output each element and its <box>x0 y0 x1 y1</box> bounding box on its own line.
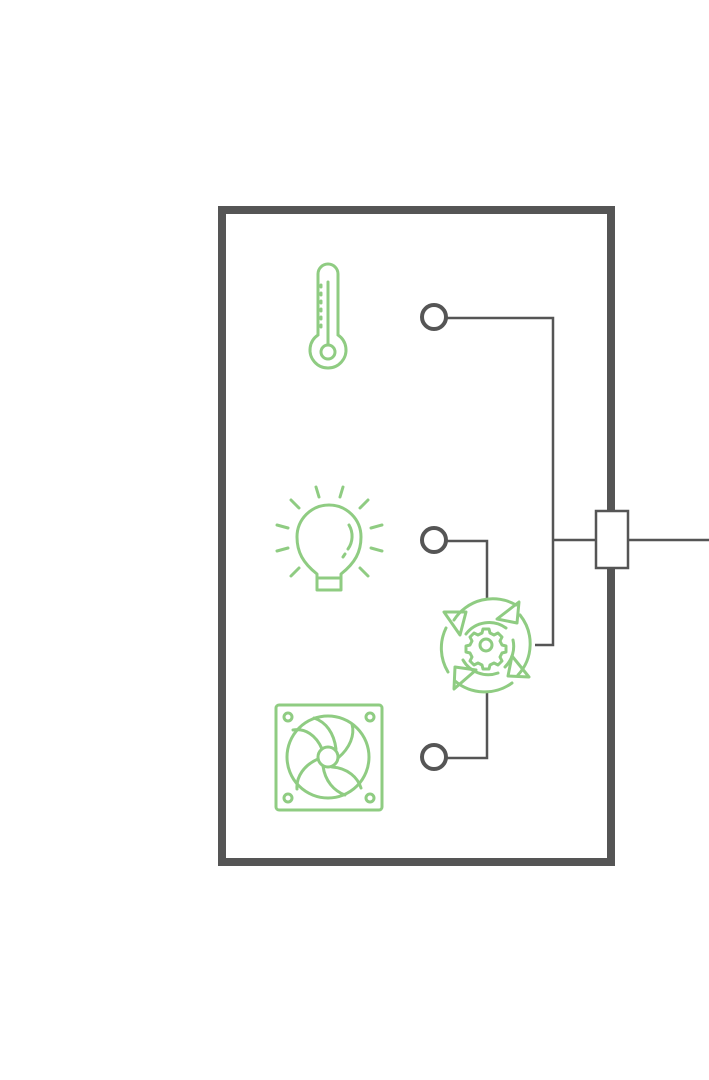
wire-fan <box>446 692 489 760</box>
light-bulb-icon <box>275 485 384 592</box>
terminal-bulb[interactable] <box>420 526 448 554</box>
wires <box>446 316 709 760</box>
thermometer-icon <box>308 262 348 370</box>
fan-icon <box>274 703 384 812</box>
wire-bulb <box>446 539 489 598</box>
gear-cycle-icon <box>439 597 532 694</box>
wire-thermometer <box>446 316 555 647</box>
connector-port <box>594 509 630 570</box>
terminal-thermometer[interactable] <box>420 303 448 331</box>
terminal-fan[interactable] <box>420 743 448 771</box>
